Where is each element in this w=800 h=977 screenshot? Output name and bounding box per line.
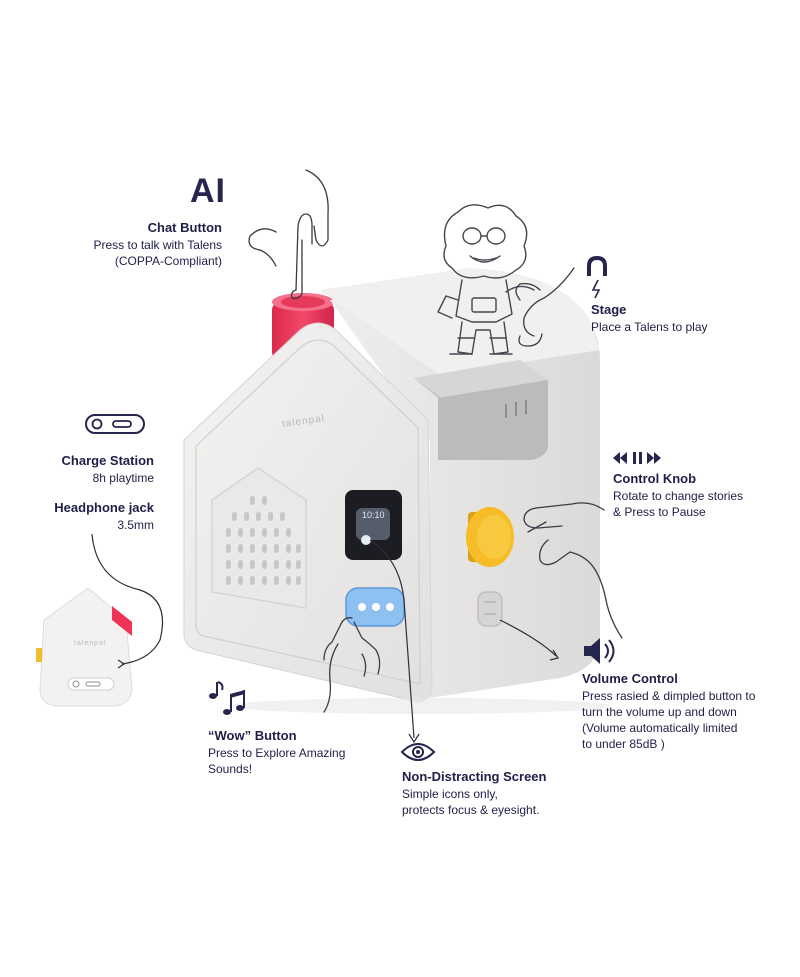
callout-charge-station: Charge Station 8h playtime [62, 452, 154, 486]
stage-pedestal[interactable] [414, 360, 548, 460]
device-shadow [230, 698, 610, 714]
hand-turning-knob-illustration [523, 502, 623, 639]
grille-hole [238, 544, 243, 553]
display-screen [345, 490, 402, 560]
leader-lines [91, 533, 559, 744]
grille-hole [238, 528, 243, 537]
grille-hole [262, 576, 267, 585]
grille-hole [286, 544, 291, 553]
callout-desc: (Volume automatically limited [582, 720, 738, 735]
device-back-view [36, 587, 133, 707]
grille-hole [226, 544, 231, 553]
grille-hole [250, 544, 255, 553]
callout-title: Headphone jack [54, 500, 154, 515]
speaker-grille-holes [226, 496, 301, 585]
magnet-icon [587, 255, 607, 299]
grille-hole [286, 528, 291, 537]
grille-hole [232, 512, 237, 521]
callout-title: Charge Station [61, 453, 154, 468]
callout-wow-button: “Wow” Button Press to Explore Amazing So… [208, 727, 345, 777]
grille-hole [250, 560, 255, 569]
grille-hole [262, 544, 267, 553]
callout-desc: Sounds! [208, 761, 253, 776]
callout-desc: (COPPA-Compliant) [114, 253, 222, 268]
grille-hole [274, 544, 279, 553]
grille-hole [250, 528, 255, 537]
callout-desc: Place a Talens to play [591, 319, 708, 334]
callout-desc: to under 85dB ) [582, 737, 665, 752]
speaker-grille [211, 467, 307, 609]
control-knob[interactable] [466, 507, 514, 567]
callout-desc: turn the volume up and down [582, 704, 737, 719]
grille-hole [274, 560, 279, 569]
grille-hole [244, 512, 249, 521]
callout-stage: Stage Place a Talens to play [591, 301, 708, 335]
callout-chat-button: Chat Button Press to talk with Talens (C… [93, 219, 222, 269]
callout-title: Chat Button [147, 220, 222, 235]
music-notes-icon [209, 681, 245, 715]
grille-hole [274, 528, 279, 537]
grille-hole [262, 496, 267, 505]
callout-title: Stage [591, 302, 627, 317]
grille-hole [268, 512, 273, 521]
grille-hole [296, 576, 301, 585]
callout-title: Volume Control [582, 671, 678, 686]
callout-desc: 3.5mm [117, 517, 154, 532]
callout-desc: protects focus & eyesight. [402, 802, 540, 817]
grille-hole [286, 576, 291, 585]
wow-button[interactable] [345, 587, 405, 627]
charge-port-icon [85, 414, 145, 434]
volume-buttons[interactable] [477, 591, 503, 627]
callout-desc: & Press to Pause [613, 504, 706, 519]
grille-hole [250, 496, 255, 505]
speaker-icon [584, 638, 615, 664]
callout-desc: Press to talk with Talens [93, 237, 222, 252]
device-roof [320, 268, 600, 375]
grille-hole [280, 512, 285, 521]
finger-pressing-wow-illustration [323, 617, 381, 713]
callout-headphone-jack: Headphone jack 3.5mm [54, 499, 154, 533]
screen-time: 10:10 [362, 510, 385, 520]
grille-hole [226, 576, 231, 585]
callout-desc: Simple icons only, [402, 786, 498, 801]
callout-desc: Press rasied & dimpled button to [582, 688, 756, 703]
grille-hole [250, 576, 255, 585]
grille-hole [296, 560, 301, 569]
grille-hole [226, 528, 231, 537]
grille-hole [238, 576, 243, 585]
callout-desc: Press to Explore Amazing [208, 745, 346, 760]
finger-pressing-chat-illustration [248, 169, 329, 300]
ai-label: AI [190, 172, 226, 210]
callout-volume-control: Volume Control Press rasied & dimpled bu… [582, 670, 755, 752]
grille-hole [256, 512, 261, 521]
grille-hole [262, 560, 267, 569]
eye-icon [400, 743, 436, 761]
media-controls-icon [613, 452, 661, 464]
grille-hole [226, 560, 231, 569]
callout-title: “Wow” Button [208, 728, 297, 743]
hand-placing-talens-illustration [515, 267, 575, 347]
grille-hole [262, 528, 267, 537]
grille-hole [296, 544, 301, 553]
lion-mascot-illustration [437, 204, 535, 355]
grille-hole [238, 560, 243, 569]
front-inset-outline [195, 339, 421, 685]
callout-desc: Rotate to change stories [613, 488, 744, 503]
callout-non-distracting-screen: Non-Distracting Screen Simple icons only… [402, 768, 546, 818]
brand-logo-text-back: talenpal [74, 640, 107, 647]
callout-control-knob: Control Knob Rotate to change stories & … [613, 470, 743, 520]
callout-title: Control Knob [613, 471, 697, 486]
callout-title: Non-Distracting Screen [402, 769, 547, 784]
grille-hole [286, 560, 291, 569]
grille-hole [274, 576, 279, 585]
callout-desc: 8h playtime [92, 470, 154, 485]
